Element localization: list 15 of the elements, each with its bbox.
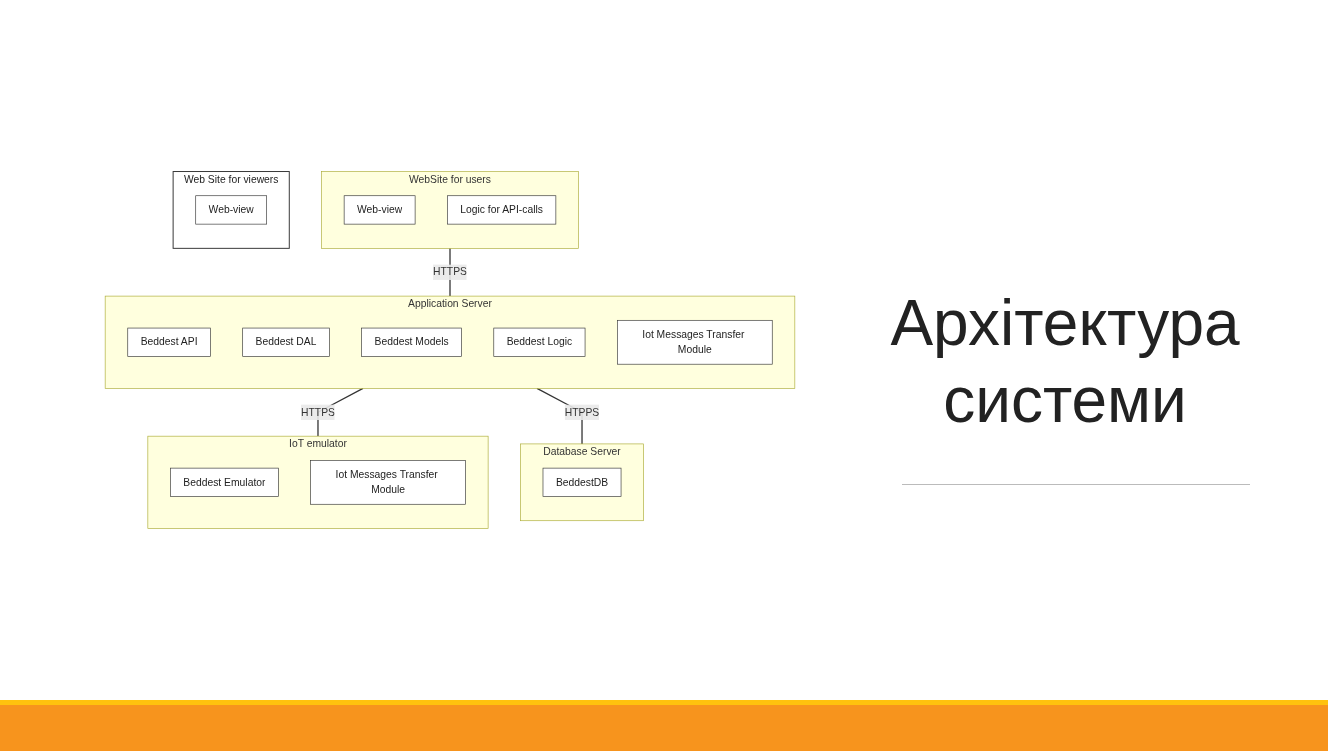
node-box: Logic for API-calls <box>447 195 557 225</box>
node-box: Iot Messages Transfer Module <box>617 320 773 365</box>
node-box: BeddestDB <box>542 467 622 497</box>
node-box: Beddest Models <box>361 327 462 357</box>
node-box: Iot Messages Transfer Module <box>310 460 466 505</box>
node-box: Beddest Emulator <box>170 467 279 497</box>
edge-label: HTTPS <box>433 266 467 278</box>
edge-label: HTTPS <box>301 406 335 418</box>
node-box: Web-view <box>343 195 416 225</box>
slide-title: Архітектура системи <box>889 286 1241 438</box>
node-box: Beddest DAL <box>242 327 330 357</box>
node-box: Web-view <box>195 195 267 225</box>
node-box: Beddest API <box>127 327 211 357</box>
node-box: Beddest Logic <box>493 327 586 357</box>
edge-label: HTPPS <box>564 406 600 418</box>
